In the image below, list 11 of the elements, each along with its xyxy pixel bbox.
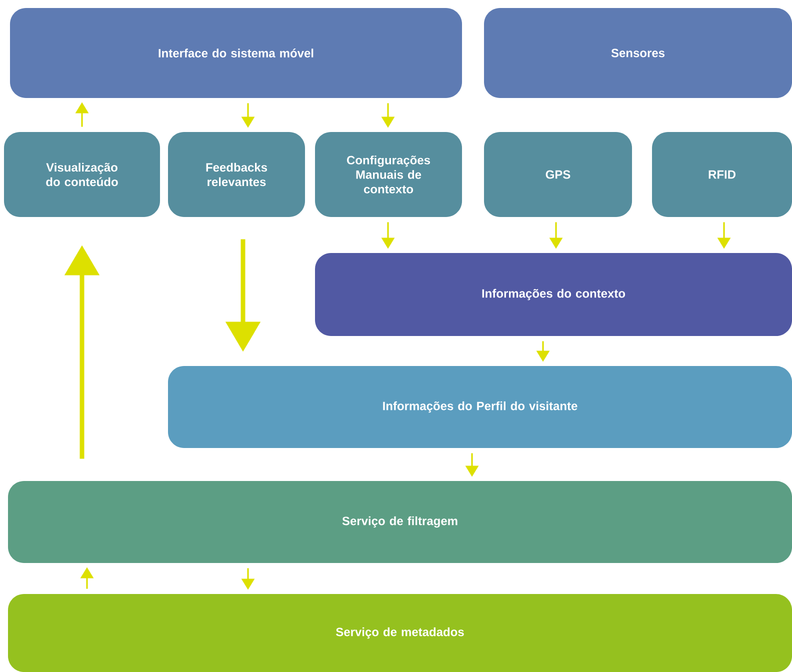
module-box: Feedbacks relevantes (168, 132, 305, 217)
module-box: Configurações Manuais de contexto (315, 132, 462, 217)
layer-band: Informações do Perfil do visitante (168, 366, 792, 448)
interface-box: Interface do sistema móvel (10, 8, 462, 98)
module-box: Visualização do conteúdo (4, 132, 160, 217)
sensor-box: RFID (652, 132, 792, 217)
sensor-box: Sensores (484, 8, 792, 98)
layer-band: Serviço de filtragem (8, 481, 792, 563)
layer-band: Serviço de metadados (8, 594, 792, 672)
layer-band: Informações do contexto (315, 253, 792, 336)
sensor-box: GPS (484, 132, 632, 217)
